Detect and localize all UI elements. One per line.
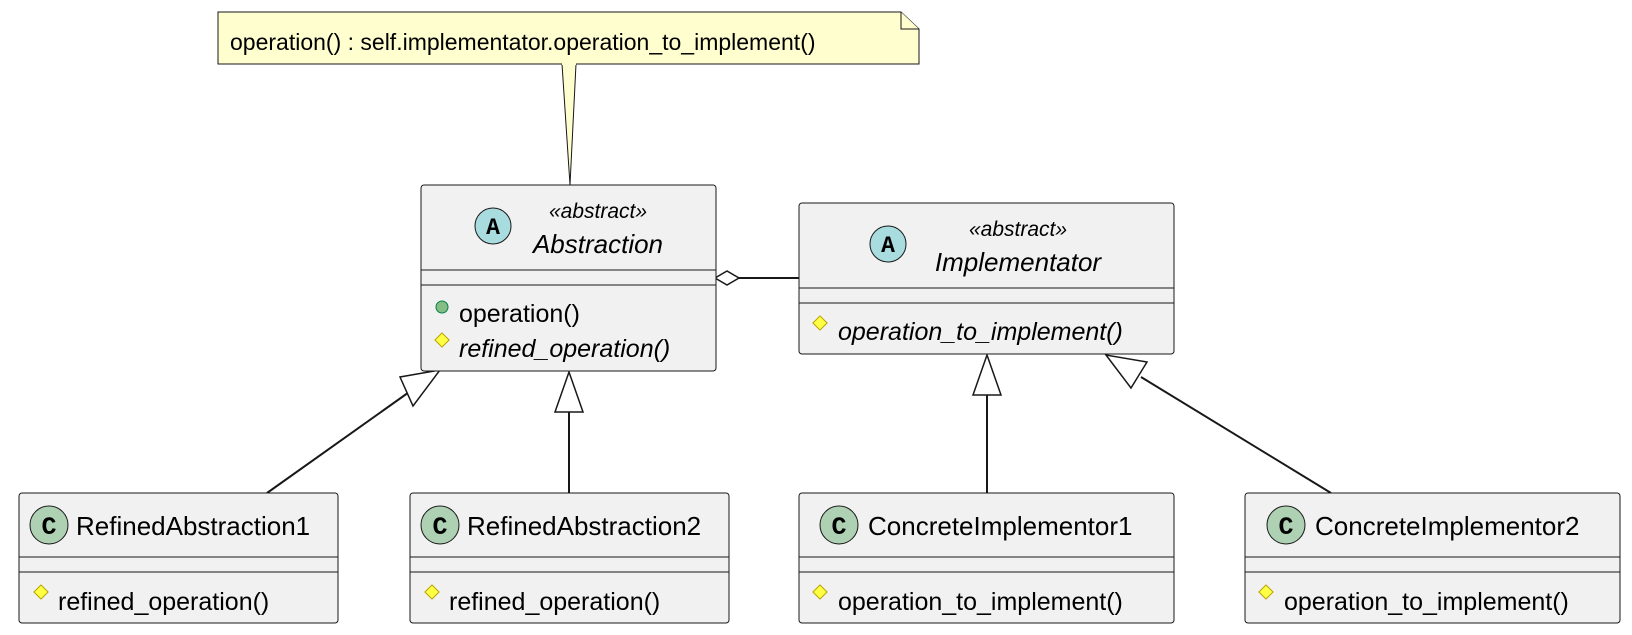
class-name: RefinedAbstraction2 bbox=[467, 511, 701, 541]
relations bbox=[266, 63, 1332, 494]
protected-visibility-icon bbox=[424, 584, 440, 600]
class-concrete-implementor-2[interactable]: C ConcreteImplementor2 operation_to_impl… bbox=[1244, 492, 1621, 624]
member-refined-operation: refined_operation() bbox=[459, 335, 670, 363]
class-name: Implementator bbox=[935, 247, 1103, 277]
aggregation-diamond bbox=[713, 270, 741, 286]
class-name: RefinedAbstraction1 bbox=[76, 511, 310, 541]
protected-visibility-icon bbox=[812, 315, 828, 331]
member-operation-to-implement: operation_to_implement() bbox=[1284, 588, 1569, 616]
note-text: operation() : self.implementator.operati… bbox=[230, 29, 816, 55]
class-concrete-implementor-1[interactable]: C ConcreteImplementor1 operation_to_impl… bbox=[798, 492, 1175, 624]
concrete-class-icon bbox=[29, 505, 69, 545]
generalization-arrow-ra1 bbox=[398, 368, 442, 408]
protected-visibility-icon bbox=[1258, 584, 1274, 600]
concrete-badge-letter: C bbox=[831, 513, 846, 542]
note: operation() : self.implementator.operati… bbox=[217, 11, 920, 65]
class-name: ConcreteImplementor1 bbox=[868, 511, 1132, 541]
class-box bbox=[1244, 492, 1621, 624]
public-visibility-icon bbox=[435, 300, 449, 314]
concrete-class-icon bbox=[420, 505, 460, 545]
member-refined-operation: refined_operation() bbox=[58, 588, 269, 616]
member-operation-to-implement: operation_to_implement() bbox=[838, 318, 1123, 346]
concrete-class-icon bbox=[819, 505, 859, 545]
generalization-arrow-ci1 bbox=[971, 352, 1003, 396]
protected-visibility-icon bbox=[33, 584, 49, 600]
concrete-badge-letter: C bbox=[1278, 513, 1293, 542]
generalization-arrow-ci2 bbox=[1104, 353, 1149, 390]
abstract-class-icon bbox=[869, 225, 907, 263]
class-implementator[interactable]: A «abstract» Implementator operation_to_… bbox=[798, 202, 1175, 355]
class-stereotype: «abstract» bbox=[549, 200, 647, 223]
member-operation-to-implement: operation_to_implement() bbox=[838, 588, 1123, 616]
note-connector bbox=[561, 63, 577, 186]
member-refined-operation: refined_operation() bbox=[449, 588, 660, 616]
generalization-line-ci2 bbox=[1140, 376, 1332, 494]
generalization-line-ra1 bbox=[266, 389, 413, 494]
class-box bbox=[409, 492, 730, 624]
class-stereotype: «abstract» bbox=[969, 218, 1067, 241]
concrete-badge-letter: C bbox=[432, 513, 447, 542]
protected-visibility-icon bbox=[812, 584, 828, 600]
note-fold bbox=[900, 12, 919, 30]
abstract-badge-letter: A bbox=[486, 215, 500, 241]
protected-visibility-icon bbox=[434, 332, 450, 348]
class-refined-abstraction-2[interactable]: C RefinedAbstraction2 refined_operation(… bbox=[409, 492, 730, 624]
generalization-arrow-ra2 bbox=[553, 369, 585, 413]
note-box bbox=[217, 11, 920, 65]
concrete-badge-letter: C bbox=[41, 513, 56, 542]
abstract-class-icon bbox=[474, 207, 512, 245]
class-name: Abstraction bbox=[531, 229, 663, 259]
abstract-badge-letter: A bbox=[881, 233, 895, 259]
concrete-class-icon bbox=[1266, 505, 1306, 545]
class-refined-abstraction-1[interactable]: C RefinedAbstraction1 refined_operation(… bbox=[18, 492, 339, 624]
class-abstraction[interactable]: A «abstract» Abstraction operation() ref… bbox=[420, 184, 717, 372]
class-name: ConcreteImplementor2 bbox=[1315, 511, 1579, 541]
class-box bbox=[798, 492, 1175, 624]
class-box bbox=[18, 492, 339, 624]
member-operation: operation() bbox=[459, 300, 580, 328]
